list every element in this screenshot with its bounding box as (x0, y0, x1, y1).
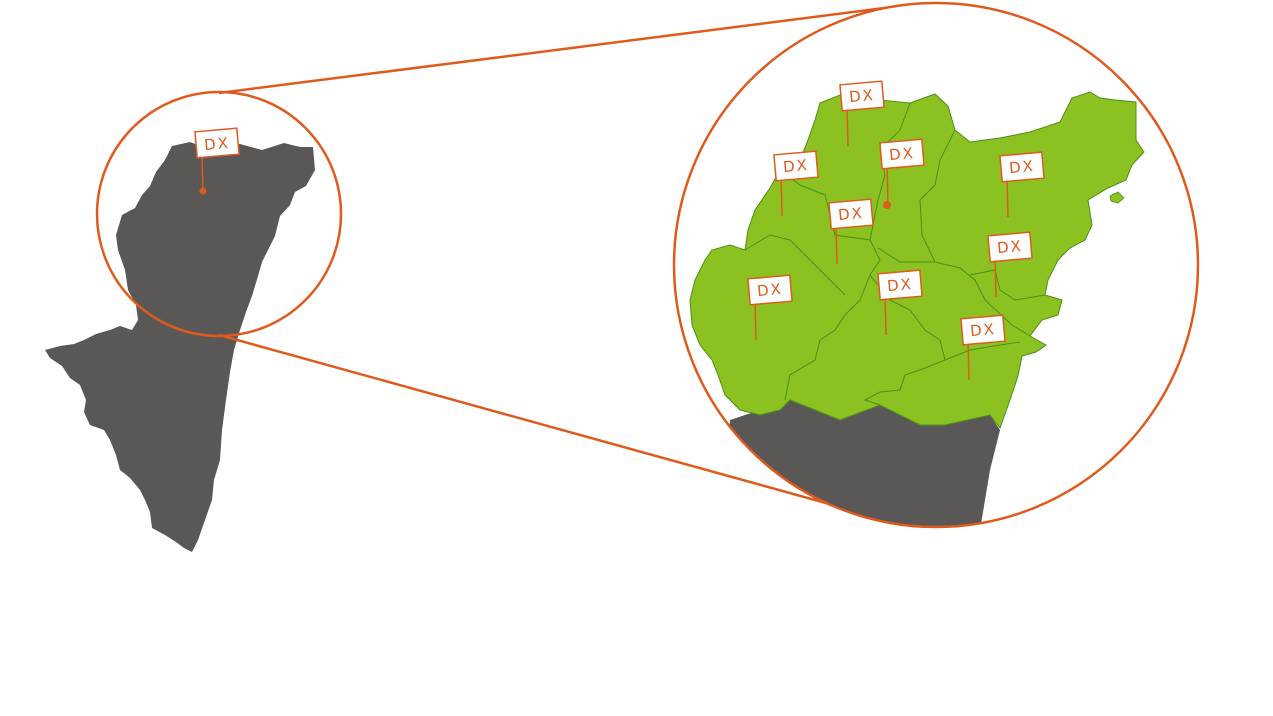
overview-flag: DX (194, 127, 240, 195)
overview-flag-label: DX (203, 134, 230, 154)
detail-flag-5: DX (828, 198, 874, 265)
flag-banner (877, 269, 923, 301)
flag-pole (967, 339, 970, 381)
flag-label: DX (837, 204, 864, 224)
flag-banner (999, 151, 1045, 183)
flag-pole (1006, 176, 1009, 218)
flag-label: DX (756, 280, 783, 300)
flag-banner (773, 150, 819, 182)
detail-zoom-circle (672, 1, 1200, 529)
detail-flag-9: DX (960, 314, 1006, 381)
flag-label: DX (782, 156, 809, 176)
flag-banner (839, 80, 885, 112)
flag-pole (835, 223, 838, 265)
detail-flag-3: DX (879, 138, 925, 205)
flag-label: DX (886, 275, 913, 295)
flag-banner (747, 274, 793, 306)
detail-flag-8: DX (877, 269, 923, 336)
flag-banner (828, 198, 874, 230)
flag-banner (960, 314, 1006, 346)
flag-label: DX (1008, 157, 1035, 177)
flag-banner (879, 138, 925, 170)
flag-pole (886, 163, 889, 205)
flag-banner (987, 231, 1033, 263)
flag-label: DX (996, 237, 1023, 257)
flag-label: DX (848, 86, 875, 106)
detail-flags: DX DX DX DX DX DX DX DX DX (747, 80, 1045, 381)
detail-island (1109, 191, 1125, 204)
detail-flag-4: DX (999, 151, 1045, 218)
connector-line-top (218, 4, 901, 95)
overview-region-shape (45, 142, 315, 552)
flag-label: DX (969, 320, 996, 340)
flag-label: DX (888, 144, 915, 164)
flag-pole (884, 294, 887, 336)
flag-pole (754, 299, 757, 341)
detail-flag-7: DX (747, 274, 793, 341)
detail-flag-6: DX (987, 231, 1033, 298)
detail-boundaries (744, 102, 1046, 406)
connector-line-bottom (218, 333, 881, 520)
detail-flag-2: DX (773, 150, 819, 217)
flag-pole (780, 175, 783, 217)
flag-pole (846, 105, 849, 147)
detail-flag-1: DX (839, 80, 885, 147)
detail-location-pin (883, 201, 891, 209)
flag-pole (994, 256, 997, 298)
overview-flag-pin (199, 187, 207, 195)
